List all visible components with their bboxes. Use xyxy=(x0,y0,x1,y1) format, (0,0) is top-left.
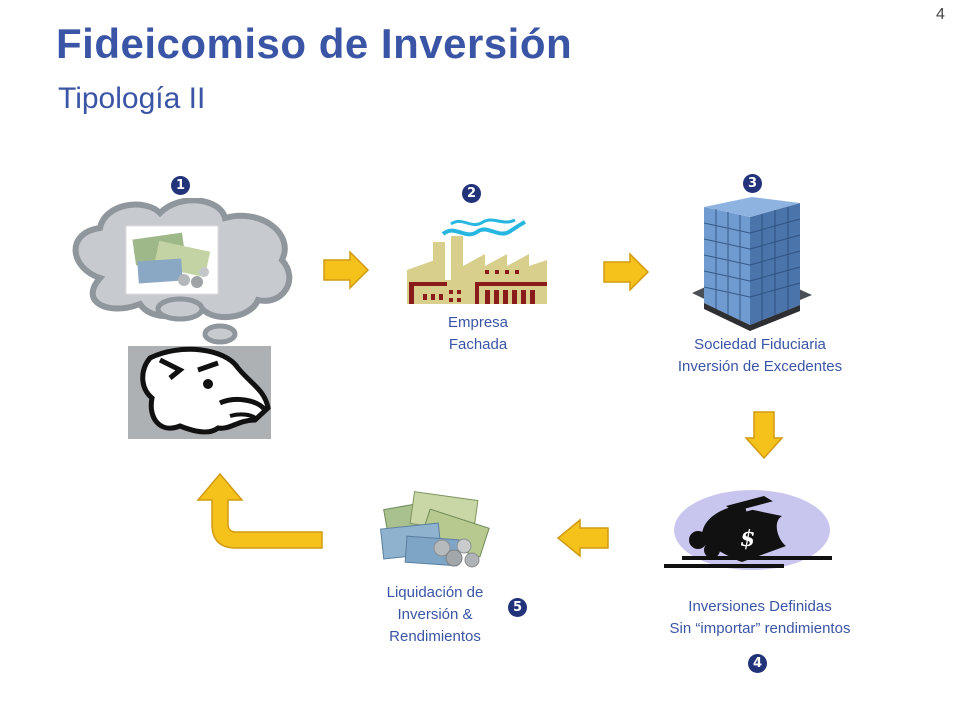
yellow-arrow-icon xyxy=(323,250,370,290)
money-stack-icon xyxy=(380,491,490,568)
page-number: 4 xyxy=(936,6,945,23)
money-icon xyxy=(125,225,219,295)
investment-icon: $ xyxy=(664,490,832,570)
yellow-arrow-icon xyxy=(196,472,323,549)
thinking-person-icon xyxy=(72,198,293,439)
svg-text:$: $ xyxy=(740,526,755,552)
step-3-caption: Sociedad Fiduciaria Inversión de Exceden… xyxy=(677,336,843,375)
yellow-arrow-icon xyxy=(603,252,650,292)
step-2-caption: Empresa Fachada xyxy=(447,314,509,353)
step-badge-5: 5 xyxy=(508,598,527,617)
step-badge-3: 3 xyxy=(743,174,762,193)
step-badge-4: 4 xyxy=(748,654,767,673)
factory-icon xyxy=(407,218,547,304)
yellow-arrow-icon xyxy=(744,411,784,460)
step-badge-2: 2 xyxy=(462,184,481,203)
step-5-caption: Liquidación de Inversión & Rendimientos xyxy=(386,584,484,645)
slide-title: Fideicomiso de Inversión xyxy=(56,20,573,67)
step-badge-1: 1 xyxy=(171,176,190,195)
office-building-icon xyxy=(692,197,812,331)
slide-subtitle: Tipología II xyxy=(58,82,206,115)
yellow-arrow-icon xyxy=(556,518,609,558)
person-face-icon xyxy=(128,346,271,439)
step-4-caption: Inversiones Definidas Sin “importar” ren… xyxy=(669,598,851,637)
